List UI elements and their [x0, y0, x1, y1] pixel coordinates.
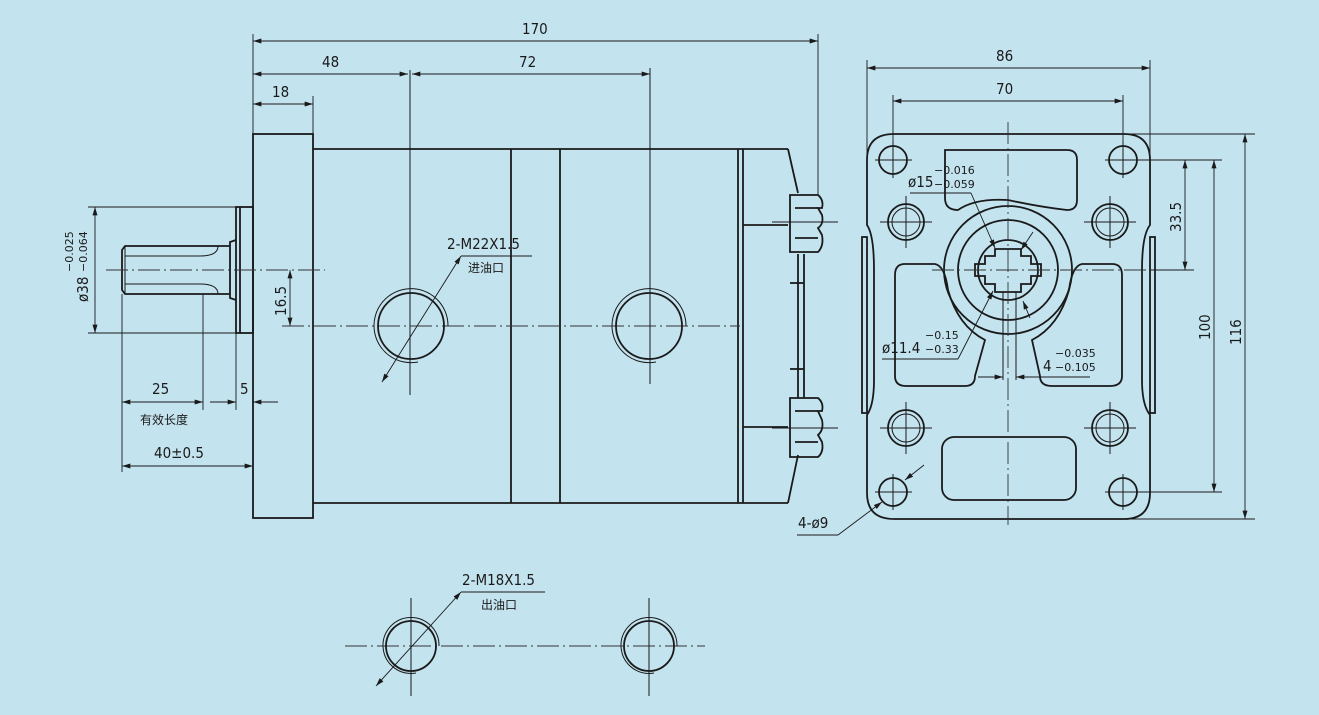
svg-text:5: 5: [240, 380, 249, 398]
dim-overall-length: 170: [252, 20, 819, 195]
dim-shaft-center-offset: 33.5: [1167, 159, 1188, 270]
inlet-port-label: 进油口: [468, 261, 504, 275]
spline-effective-length-label: 有效长度: [140, 412, 188, 427]
dim-shaft-diameter: ø38 −0.025 −0.064: [63, 206, 236, 334]
svg-text:170: 170: [522, 20, 548, 38]
svg-text:−0.33: −0.33: [925, 343, 959, 356]
svg-text:−0.059: −0.059: [934, 178, 975, 191]
dim-bolt-spacing-height: 100: [1196, 159, 1217, 492]
svg-text:33.5: 33.5: [1167, 202, 1185, 232]
end-view: 86 70 116 100 33.5 ø: [797, 47, 1255, 536]
mount-holes: [875, 142, 1142, 510]
dim-inlet-to-outlet: 72: [412, 53, 651, 77]
svg-text:−0.025: −0.025: [63, 231, 76, 272]
svg-text:86: 86: [996, 47, 1013, 65]
dim-spline-length: 25 有效长度: [121, 380, 204, 427]
svg-text:ø38: ø38: [74, 277, 92, 302]
inlet-port-2: [611, 288, 687, 364]
dim-flange-to-inlet: 48: [253, 53, 408, 77]
svg-text:ø15: ø15: [908, 173, 933, 191]
svg-text:16.5: 16.5: [272, 286, 290, 316]
svg-text:48: 48: [322, 53, 339, 71]
hex-bolt-top: [772, 194, 838, 253]
dim-flange-thickness: 18: [253, 83, 314, 134]
dim-shaft-length: 40±0.5: [121, 444, 254, 469]
dim-shaft-offset: 16.5: [272, 270, 293, 326]
dim-mount-holes: 4-ø9: [797, 464, 925, 536]
dim-overall-width: 86: [866, 47, 1151, 160]
svg-text:−0.035: −0.035: [1055, 347, 1096, 360]
svg-text:ø11.4: ø11.4: [882, 339, 920, 357]
svg-text:−0.064: −0.064: [77, 231, 90, 272]
upper-slot: [944, 149, 1078, 211]
svg-text:4: 4: [1043, 357, 1052, 375]
spline-bore: [974, 248, 1042, 293]
drive-shaft: [106, 206, 325, 334]
dim-shoulder: 5: [210, 380, 278, 405]
dim-pilot-diameter: ø15 −0.016 −0.059: [908, 164, 1034, 251]
outlet-port-spec: 2-M18X1.5: [462, 571, 535, 589]
dim-bolt-spacing-width: 70: [892, 80, 1124, 160]
dim-key-width: 4 −0.035 −0.105: [978, 347, 1096, 380]
svg-text:100: 100: [1196, 314, 1214, 340]
lower-slot: [941, 436, 1077, 501]
svg-text:70: 70: [996, 80, 1013, 98]
dim-overall-height: 116: [1227, 133, 1248, 519]
inlet-port-spec: 2-M22X1.5: [447, 235, 520, 253]
outlet-port-label: 出油口: [481, 598, 517, 612]
svg-text:40±0.5: 40±0.5: [154, 444, 204, 462]
end-plate-outline: [866, 133, 1151, 520]
hex-bolt-bottom: [772, 397, 838, 458]
svg-text:4-ø9: 4-ø9: [798, 514, 828, 532]
svg-text:−0.15: −0.15: [925, 329, 959, 342]
dim-spline-minor: ø11.4 −0.15 −0.33: [882, 290, 1031, 360]
svg-text:−0.105: −0.105: [1055, 361, 1096, 374]
svg-text:−0.016: −0.016: [934, 164, 975, 177]
svg-text:18: 18: [272, 83, 289, 101]
pump-body: [313, 148, 805, 504]
left-cavity: [894, 263, 987, 387]
bottom-view: 2-M18X1.5 出油口: [345, 571, 705, 696]
svg-text:116: 116: [1227, 319, 1245, 345]
svg-text:25: 25: [152, 380, 169, 398]
threaded-holes: [880, 196, 1136, 454]
side-view: 2-M22X1.5 进油口 170 48 72 18 16.5: [63, 20, 838, 519]
outlet-port-2: [620, 616, 678, 674]
svg-text:72: 72: [519, 53, 536, 71]
